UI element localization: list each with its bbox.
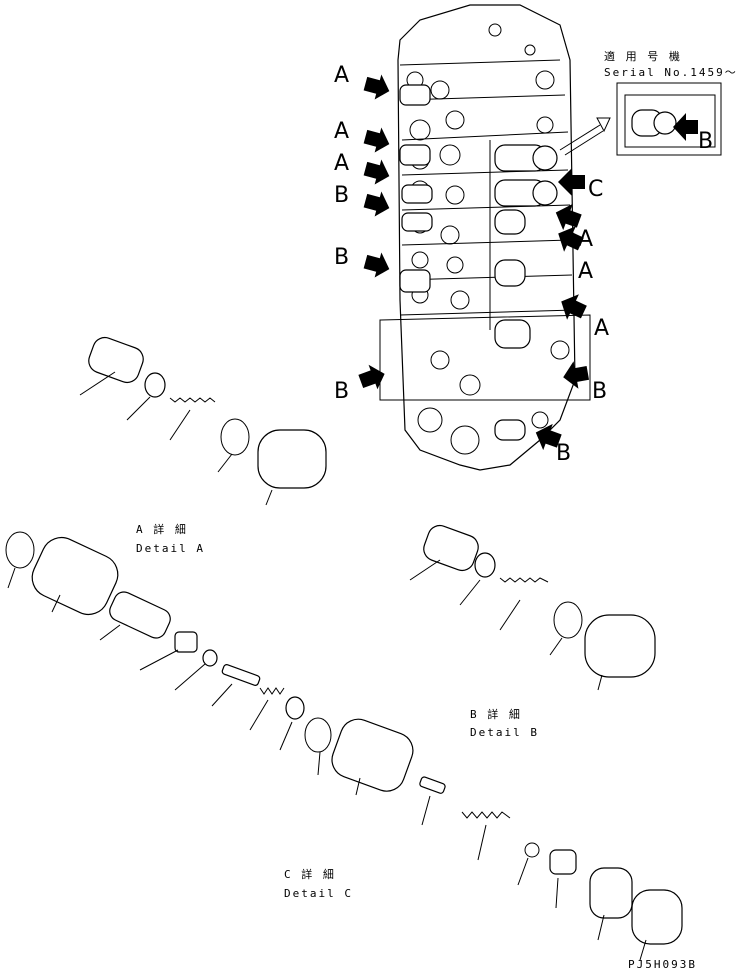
callout-a-6: A [594,316,609,341]
control-valve-assembly [379,4,591,471]
detail-a-en: Detail A [136,542,205,555]
detail-c-en: Detail C [284,887,353,900]
left-callout-labels: A A A B B B [334,63,349,404]
drawing-code: PJ5H093B [628,958,697,971]
detail-c-parts [5,531,683,961]
right-callout-arrows [535,168,590,451]
callout-a-1: A [334,63,349,88]
callout-a-3: A [334,151,349,176]
callout-a-4: A [578,227,593,252]
callout-b-1: B [334,183,349,208]
callout-b-4: B [592,379,607,404]
inset-callout-b: B [698,129,713,154]
serial-en: Serial No.1459～ [604,66,738,79]
callout-b-5: B [556,441,571,466]
serial-inset: 適 用 号 機 Serial No.1459～ B [559,49,738,156]
right-callout-labels: C A A A B B [556,177,609,466]
left-callout-arrows [358,74,390,390]
detail-b-parts [409,524,656,691]
detail-b-jp: B 詳 細 [470,707,522,721]
detail-c-label: C 詳 細 Detail C [284,867,353,900]
detail-b-en: Detail B [470,726,539,739]
detail-a-jp: A 詳 細 [136,522,188,536]
serial-jp: 適 用 号 機 [604,49,682,63]
detail-a-label: A 詳 細 Detail A [136,522,205,555]
detail-c-jp: C 詳 細 [284,867,336,881]
callout-b-2: B [334,245,349,270]
callout-c: C [588,177,603,202]
detail-a-parts [79,336,327,506]
callout-b-3: B [334,379,349,404]
callout-a-5: A [578,259,593,284]
detail-b-label: B 詳 細 Detail B [470,707,539,739]
callout-a-2: A [334,119,349,144]
